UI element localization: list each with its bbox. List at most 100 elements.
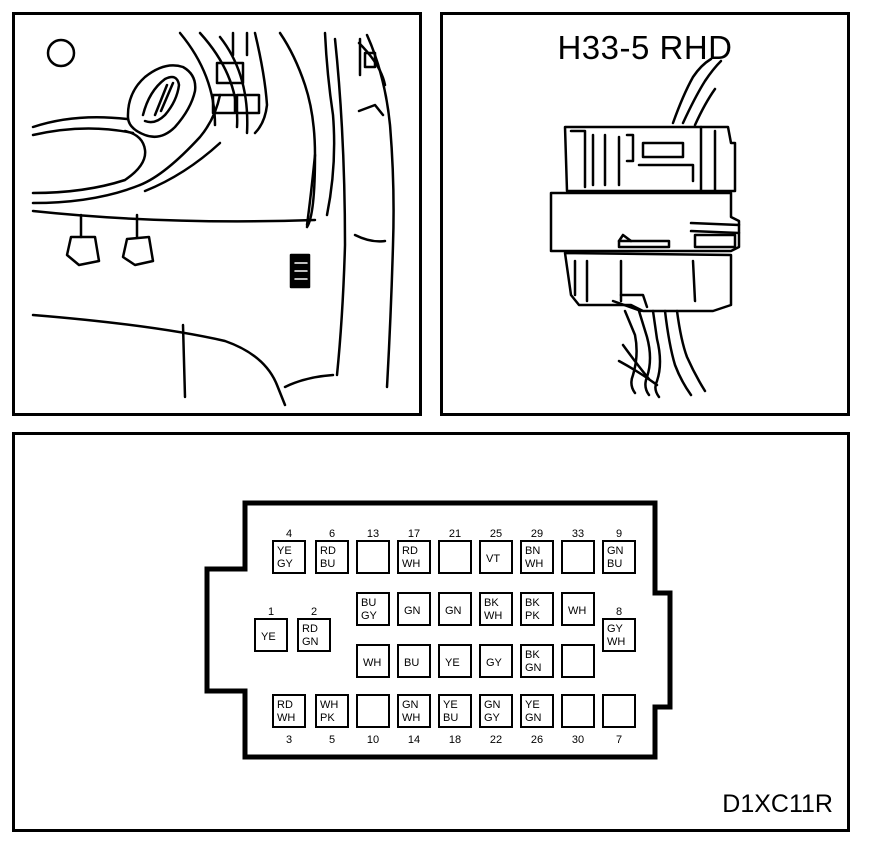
pin-number: 3 [286, 734, 292, 746]
pin-box [561, 694, 595, 728]
pin-wire-color: RD [277, 699, 293, 711]
pin-wire-color: GN [525, 712, 542, 724]
pin-wire-color: YE [445, 657, 460, 669]
pin-wire-color: GN [302, 636, 319, 648]
pin-box [315, 694, 349, 728]
location-view-panel [12, 12, 422, 416]
pin-wire-color: GY [484, 712, 501, 724]
pin-wire-color: RD [320, 545, 336, 557]
pin-wire-color: BU [607, 558, 622, 570]
pin-box [438, 540, 472, 574]
pin-wire-color: YE [443, 699, 458, 711]
pin-box [602, 618, 636, 652]
pin-number: 14 [408, 734, 420, 746]
pin-wire-color: YE [277, 545, 292, 557]
pin-wire-color: BN [525, 545, 540, 557]
pin-box [397, 592, 431, 626]
switch-icon [211, 93, 237, 115]
pin-number: 30 [572, 734, 584, 746]
pin-box [438, 592, 472, 626]
pin-wire-color: WH [320, 699, 338, 711]
pin-cell: YE1 [254, 606, 288, 652]
pin-wire-color: BU [320, 558, 335, 570]
pin-box [272, 694, 306, 728]
pin-box [356, 644, 390, 678]
pin-box [479, 592, 513, 626]
pin-wire-color: GN [525, 662, 542, 674]
pin-wire-color: BU [443, 712, 458, 724]
connector-outline [204, 500, 673, 760]
pin-number: 7 [616, 734, 622, 746]
pin-box [315, 540, 349, 574]
pin-wire-color: WH [402, 558, 420, 570]
pin-number: 6 [329, 528, 335, 540]
pin-cell: GY [479, 644, 513, 678]
pin-wire-color: WH [484, 610, 502, 622]
pin-number: 26 [531, 734, 543, 746]
pin-number: 29 [531, 528, 543, 540]
pin-wire-color: GN [445, 605, 462, 617]
pin-box [479, 644, 513, 678]
pin-wire-color: GN [484, 699, 501, 711]
pin-box [297, 618, 331, 652]
pin-wire-color: BK [484, 597, 499, 609]
pin-wire-color: RD [402, 545, 418, 557]
pin-wire-color: YE [261, 631, 276, 643]
pin-wire-color: WH [402, 712, 420, 724]
pin-wire-color: GN [402, 699, 419, 711]
pin-box [356, 592, 390, 626]
pin-box [602, 694, 636, 728]
pin-cell: GN [397, 592, 431, 626]
pin-cell: WH [356, 644, 390, 678]
pin-cell: 33 [561, 528, 595, 574]
pin-number: 9 [616, 528, 622, 540]
pin-box [356, 694, 390, 728]
pin-box [397, 694, 431, 728]
pin-wire-color: GY [277, 558, 294, 570]
pin-number: 2 [311, 606, 317, 618]
pin-box [602, 540, 636, 574]
figure-code: D1XC11R [722, 790, 833, 818]
pin-number: 33 [572, 528, 584, 540]
pin-number: 25 [490, 528, 502, 540]
pedal-icon [65, 235, 101, 267]
pin-box [438, 644, 472, 678]
pin-wire-color: YE [525, 699, 540, 711]
pin-wire-color: GY [607, 623, 624, 635]
pin-number: 13 [367, 528, 379, 540]
pin-cell: WH [561, 592, 595, 626]
pin-wire-color: WH [607, 636, 625, 648]
pin-box [356, 540, 390, 574]
pin-box [479, 694, 513, 728]
pin-wire-color: GY [486, 657, 503, 669]
connector-title: H33-5 RHD [557, 29, 733, 66]
pin-box [254, 618, 288, 652]
pin-cell: 30 [561, 694, 595, 746]
pin-number: 10 [367, 734, 379, 746]
pin-cell: 13 [356, 528, 390, 574]
pin-cell: BU [397, 644, 431, 678]
pin-wire-color: PK [320, 712, 335, 724]
pin-number: 8 [616, 606, 622, 618]
pin-box [479, 540, 513, 574]
pin-cell: 7 [602, 694, 636, 746]
dash-knob-icon [46, 38, 76, 68]
pin-wire-color: PK [525, 610, 540, 622]
pin-box [520, 540, 554, 574]
connector-view-panel: H33-5 RHD [440, 12, 850, 416]
pin-wire-color: GN [607, 545, 624, 557]
pin-box [397, 644, 431, 678]
pin-wire-color: BU [404, 657, 419, 669]
